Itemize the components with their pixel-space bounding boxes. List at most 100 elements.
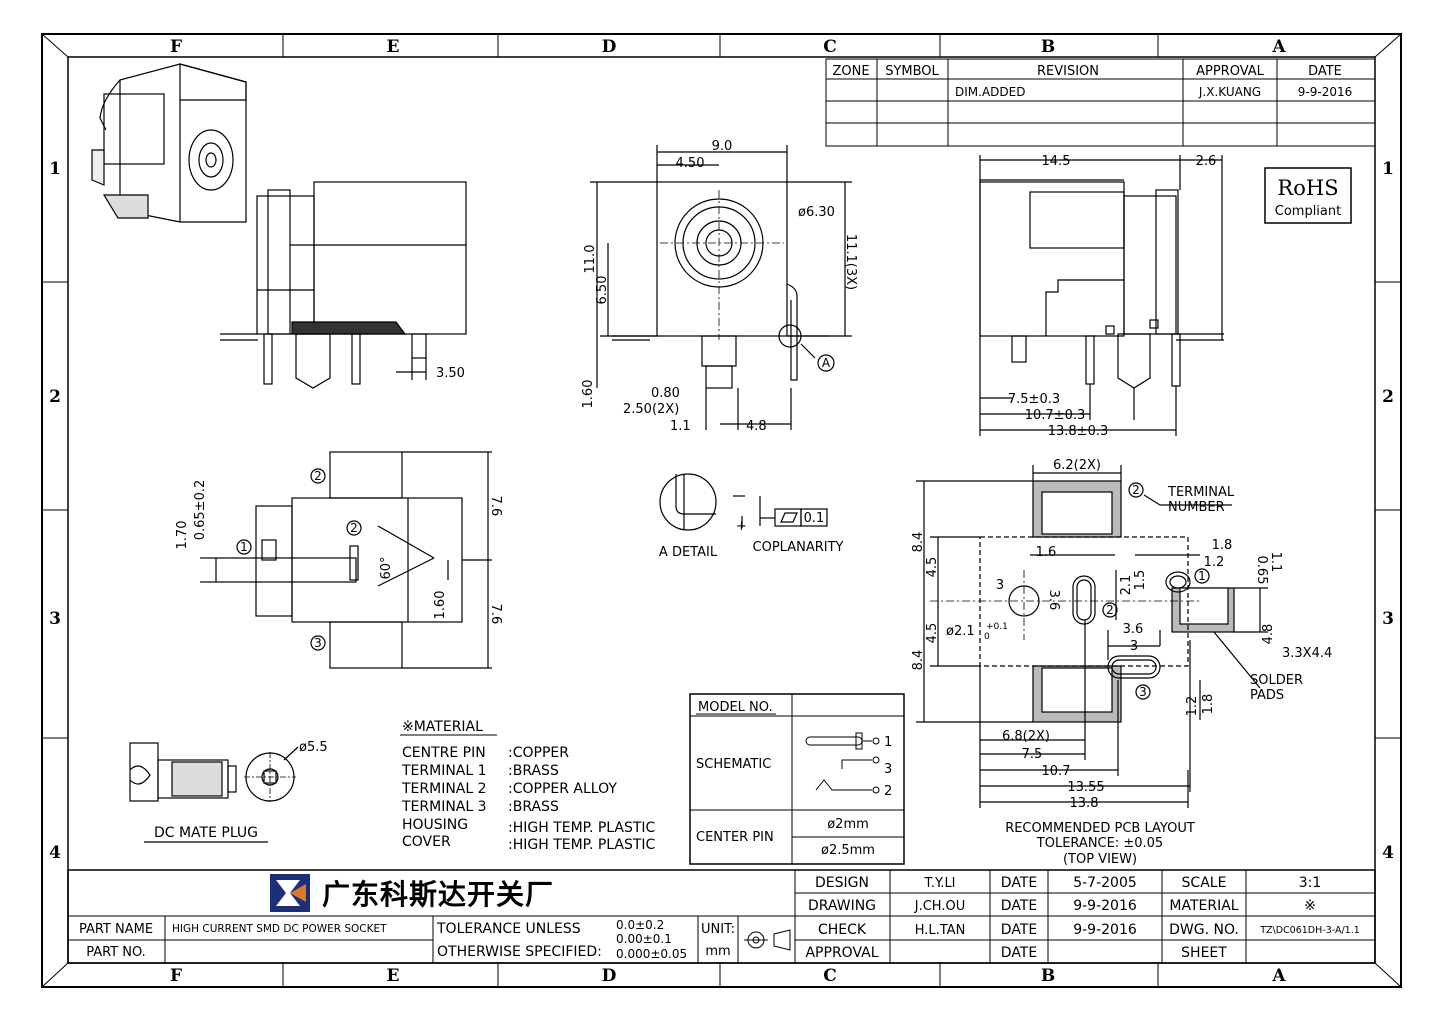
mate-plug-dim: ø5.5 (299, 740, 328, 755)
side-right-dim-13-8: 13.8±0.3 (1048, 424, 1109, 439)
side-right-dim-2-6: 2.6 (1196, 154, 1217, 169)
side-right-dim-10-7: 10.7±0.3 (1025, 408, 1086, 423)
center-pin-label: CENTER PIN (696, 830, 774, 845)
column-label-d: D (602, 37, 617, 57)
pcb-solder-label-line2: PADS (1250, 688, 1284, 703)
front-dim-4-8: 4.8 (746, 419, 767, 434)
pcb-dim-1-8-bottom: 1.8 (1201, 694, 1216, 715)
front-dim-11-1-3x: 11.1(3X) (843, 234, 858, 290)
coplanarity-label: COPLANARITY (753, 540, 844, 555)
schematic-pin-1: 1 (884, 735, 892, 750)
row-label-2-right: 2 (1382, 387, 1394, 407)
bottom-dim-1-70: 1.70 (175, 521, 190, 550)
pcb-dim-6-8: 6.8(2X) (1002, 729, 1050, 744)
date-label-3: DATE (1001, 945, 1037, 961)
date-label-0: DATE (1001, 875, 1037, 891)
pcb-dim-3-left: 3 (996, 578, 1004, 593)
pcb-dim-1-8-top: 1.8 (1212, 538, 1233, 553)
column-label-b: B (1041, 37, 1055, 57)
column-label-a: A (1271, 37, 1286, 57)
material-part-4: HOUSING (402, 817, 468, 833)
column-label-d-bottom: D (602, 966, 617, 986)
date-label-1: DATE (1001, 898, 1037, 914)
pcb-pin-3: 3 (1139, 685, 1147, 699)
name-drawing: J.CH.OU (914, 899, 965, 914)
date-drawing: 9-9-2016 (1073, 898, 1137, 914)
unit-label: UNIT: (701, 922, 735, 937)
role-drawing: DRAWING (808, 898, 876, 914)
front-callout-a: A (822, 356, 831, 370)
rev-header-date: DATE (1308, 64, 1342, 79)
side-right-dim-7-5: 7.5±0.3 (1008, 392, 1060, 407)
pcb-caption-line2: TOLERANCE: ±0.05 (1036, 836, 1163, 851)
pcb-dim-2-1: 2.1 (1119, 575, 1134, 596)
material-value: ※ (1304, 898, 1316, 914)
part-no-label: PART NO. (86, 945, 146, 960)
pcb-dim-13-55: 13.55 (1067, 780, 1104, 795)
rohs-subtitle: Compliant (1275, 204, 1341, 219)
isometric-view (91, 63, 247, 223)
material-value-4: :HIGH TEMP. PLASTIC (508, 820, 656, 836)
bottom-view (200, 451, 492, 669)
pcb-dim-13-8: 13.8 (1070, 796, 1099, 811)
rohs-badge: RoHS Compliant (1264, 167, 1352, 224)
pcb-dim-1-2-top: 1.2 (1204, 555, 1225, 570)
material-label: MATERIAL (1169, 898, 1238, 914)
pcb-dim-8-4-top: 8.4 (911, 532, 926, 553)
pcb-dim-3-6-vert: 3.6 (1046, 590, 1061, 611)
date-label-2: DATE (1001, 922, 1037, 938)
bottom-dim-1-60: 1.60 (433, 591, 448, 620)
tolerance-value-0: 0.0±0.2 (616, 918, 664, 932)
row-label-3: 3 (49, 609, 61, 629)
pcb-dim-dia-2-1: ø2.1 (946, 624, 975, 639)
dc-mate-plug (129, 742, 299, 843)
material-value-1: :BRASS (508, 763, 559, 779)
bottom-dim-60-deg: 60° (379, 556, 394, 579)
part-name-label: PART NAME (79, 922, 153, 937)
front-dim-0-80: 0.80 (651, 386, 680, 401)
material-value-3: :BRASS (508, 799, 559, 815)
material-part-3: TERMINAL 3 (401, 799, 487, 815)
dwg-no-label: DWG. NO. (1169, 922, 1239, 938)
bottom-pin-3: 3 (314, 636, 322, 650)
tolerance-value-2: 0.000±0.05 (616, 947, 687, 961)
center-pin-value-1: ø2.5mm (821, 843, 875, 858)
row-label-1-right: 1 (1382, 159, 1394, 179)
material-part-1: TERMINAL 1 (401, 763, 487, 779)
pcb-dim-1-5: 1.5 (1133, 570, 1148, 591)
pcb-dim-0-65: 0.65 (1254, 556, 1269, 585)
side-right-dim-14-5: 14.5 (1042, 154, 1071, 169)
rev-header-revision: REVISION (1037, 64, 1099, 79)
rev-row1-approval: J.X.KUANG (1198, 85, 1261, 99)
scale-value: 3:1 (1299, 875, 1322, 891)
material-list: ※MATERIAL CENTRE PIN :COPPER TERMINAL 1 … (400, 719, 656, 853)
material-part-5: COVER (402, 834, 451, 850)
pcb-caption-line1: RECOMMENDED PCB LAYOUT (1005, 821, 1195, 836)
role-check: CHECK (818, 922, 867, 938)
side-left-dim-3-50: 3.50 (436, 366, 465, 381)
pcb-dim-4-8: 4.8 (1261, 624, 1276, 645)
pcb-dim-4-5-top: 4.5 (925, 557, 940, 578)
bottom-dim-7-6-top: 7.6 (488, 496, 503, 517)
bottom-pin-2-top: 2 (314, 469, 322, 483)
schematic-pin-2: 2 (884, 784, 892, 799)
pcb-pin-2-top: 2 (1132, 483, 1140, 497)
a-detail-label: A DETAIL (659, 545, 718, 560)
front-dim-9-0: 9.0 (712, 139, 733, 154)
company-logo (270, 874, 310, 912)
material-part-0: CENTRE PIN (402, 745, 486, 761)
pcb-dim-3-3x4-4: 3.3X4.4 (1282, 646, 1332, 661)
pcb-caption-line3: (TOP VIEW) (1063, 852, 1137, 867)
tolerance-line2: OTHERWISE SPECIFIED: (437, 944, 602, 960)
mate-plug-label: DC MATE PLUG (154, 825, 258, 841)
column-labels-bottom: F E D C B A (170, 966, 1286, 986)
unit-value: mm (705, 944, 730, 959)
front-dim-1-1: 1.1 (670, 419, 691, 434)
column-label-f-bottom: F (170, 966, 182, 986)
column-label-b-bottom: B (1041, 966, 1055, 986)
column-label-c: C (823, 37, 837, 57)
pcb-terminal-label-line2: NUMBER (1168, 500, 1225, 515)
company-name: 广东科斯达开关厂 (322, 878, 554, 911)
material-title: ※MATERIAL (402, 719, 483, 735)
